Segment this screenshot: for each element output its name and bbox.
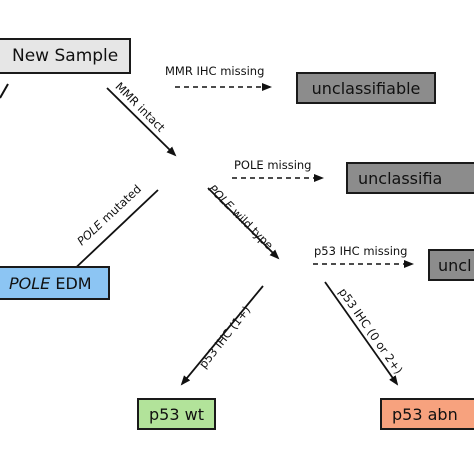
pole-edm-node: POLE EDM	[0, 266, 110, 300]
unclassifiable-label-2: unclassifia	[358, 168, 443, 188]
unclassifiable-node-3: uncl	[428, 249, 474, 281]
unclassifiable-label-3: uncl	[438, 255, 472, 275]
unclassifiable-node-1: unclassifiable	[296, 72, 436, 104]
new-sample-label: New Sample	[12, 46, 119, 66]
label-mmr-ihc-missing: MMR IHC missing	[165, 64, 265, 78]
new-sample-node: New Sample	[0, 38, 131, 74]
p53-abn-label: p53 abn	[392, 404, 458, 424]
unclassifiable-node-2: unclassifia	[346, 162, 474, 194]
edge-p53-ihc-1	[180, 285, 264, 386]
edge-pole-mutated	[65, 189, 159, 278]
edge-pole-wild-type	[207, 187, 280, 260]
edge-mmr-intact	[106, 87, 177, 157]
edge-p53-ihc-0-or-2	[324, 281, 399, 386]
unclassifiable-label-1: unclassifiable	[311, 78, 421, 98]
p53-wt-node: p53 wt	[137, 398, 216, 430]
p53-abn-node: p53 abn	[380, 398, 474, 430]
pole-edm-italic: POLE	[9, 273, 51, 293]
p53-wt-label: p53 wt	[149, 404, 204, 424]
pole-edm-rest: EDM	[50, 273, 92, 293]
label-p53-ihc-missing: p53 IHC missing	[314, 244, 408, 258]
edge-left-partial	[0, 83, 9, 99]
label-pole-missing: POLE missing	[234, 158, 312, 172]
